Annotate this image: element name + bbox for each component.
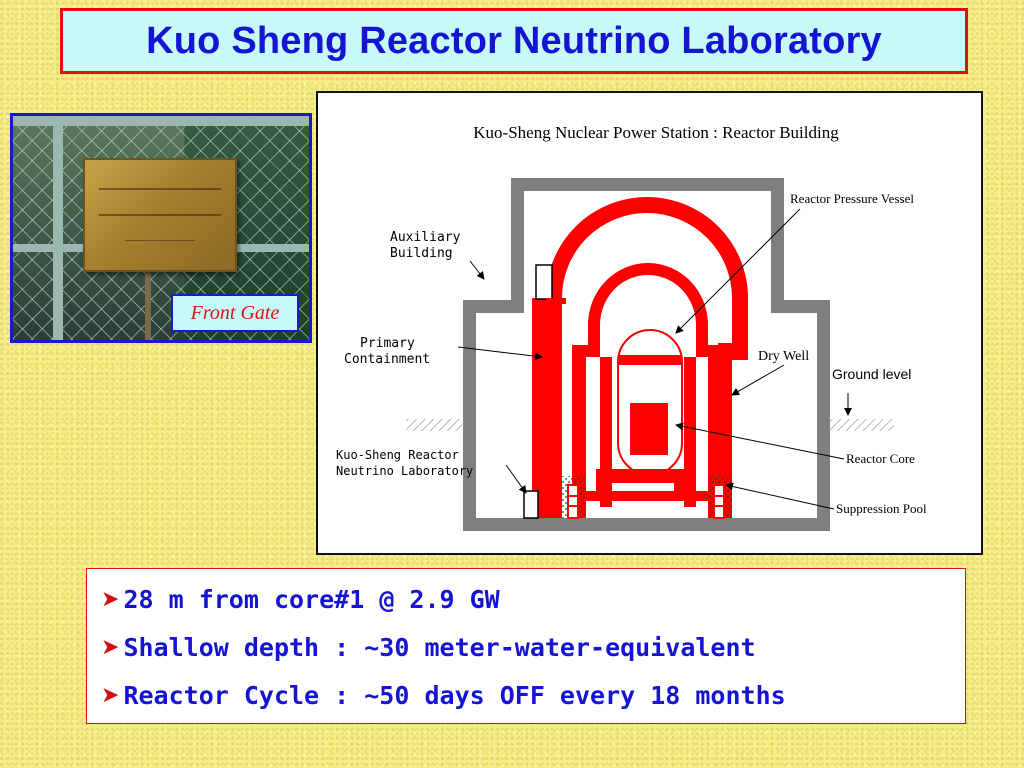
fence-top-rail bbox=[13, 116, 309, 126]
reactor-building-diagram: Kuo-Sheng Nuclear Power Station : Reacto… bbox=[316, 91, 983, 555]
reactor-building-svg: Kuo-Sheng Nuclear Power Station : Reacto… bbox=[336, 123, 927, 531]
facts-list: ➤ 28 m from core#1 @ 2.9 GW ➤ Shallow de… bbox=[86, 568, 966, 724]
primary-containment-label: Primary Containment bbox=[344, 336, 430, 367]
plaque-line bbox=[99, 214, 221, 216]
title-banner: Kuo Sheng Reactor Neutrino Laboratory bbox=[60, 8, 968, 74]
pressure-vessel-pointer bbox=[675, 208, 801, 334]
diagram-title: Kuo-Sheng Nuclear Power Station : Reacto… bbox=[473, 123, 839, 142]
bullet-arrow-icon: ➤ bbox=[101, 634, 120, 660]
auxiliary-building-label: Auxiliary Building bbox=[390, 230, 468, 261]
upper-room-ledge bbox=[546, 298, 566, 304]
laboratory-pointer bbox=[505, 464, 527, 494]
list-item: ➤ Shallow depth : ~30 meter-water-equiva… bbox=[101, 623, 951, 671]
bullet-arrow-icon: ➤ bbox=[101, 586, 120, 612]
front-gate-photo: Front Gate bbox=[10, 113, 312, 343]
plaque-line bbox=[125, 240, 195, 241]
ground-level-label: Ground level bbox=[832, 366, 911, 382]
containment-wall-left-outer bbox=[532, 298, 548, 518]
neutrino-laboratory-room bbox=[523, 490, 539, 519]
reactor-pressure-vessel-label: Reactor Pressure Vessel bbox=[790, 191, 914, 206]
fact-depth: Shallow depth : ~30 meter-water-equivale… bbox=[123, 632, 756, 662]
vessel-pedestal bbox=[596, 469, 688, 491]
reactor-core-pointer bbox=[675, 422, 845, 460]
basemat-upper bbox=[586, 491, 708, 501]
reactor-core-block bbox=[630, 403, 668, 455]
vent-pipe-left bbox=[567, 484, 579, 519]
suppression-pool-pointer bbox=[725, 482, 835, 510]
plaque-stand bbox=[145, 266, 151, 340]
reactor-core-label: Reactor Core bbox=[846, 451, 915, 466]
auxiliary-building-pointer bbox=[469, 260, 485, 280]
upper-equipment-room bbox=[535, 264, 553, 300]
fence-post bbox=[53, 116, 63, 340]
ground-hatch-right bbox=[830, 419, 894, 431]
list-item: ➤ 28 m from core#1 @ 2.9 GW bbox=[101, 575, 951, 623]
front-gate-caption: Front Gate bbox=[171, 294, 299, 332]
plaque-line bbox=[99, 188, 221, 190]
laboratory-label: Kuo-Sheng Reactor Neutrino Laboratory bbox=[336, 448, 473, 478]
list-item: ➤ Reactor Cycle : ~50 days OFF every 18 … bbox=[101, 671, 951, 719]
page-title: Kuo Sheng Reactor Neutrino Laboratory bbox=[146, 19, 882, 62]
dry-well-pointer bbox=[731, 364, 785, 396]
dry-well-label: Dry Well bbox=[758, 349, 809, 364]
ground-hatch-left bbox=[406, 419, 462, 431]
vent-pipe-right bbox=[713, 484, 725, 519]
primary-containment-pointer bbox=[457, 346, 543, 361]
suppression-pool-label: Suppression Pool bbox=[836, 501, 927, 516]
fact-distance: 28 m from core#1 @ 2.9 GW bbox=[123, 584, 500, 614]
fact-cycle: Reactor Cycle : ~50 days OFF every 18 mo… bbox=[123, 680, 786, 710]
laboratory-plaque bbox=[83, 158, 237, 272]
vessel-flange bbox=[618, 355, 682, 365]
bullet-arrow-icon: ➤ bbox=[101, 682, 120, 708]
